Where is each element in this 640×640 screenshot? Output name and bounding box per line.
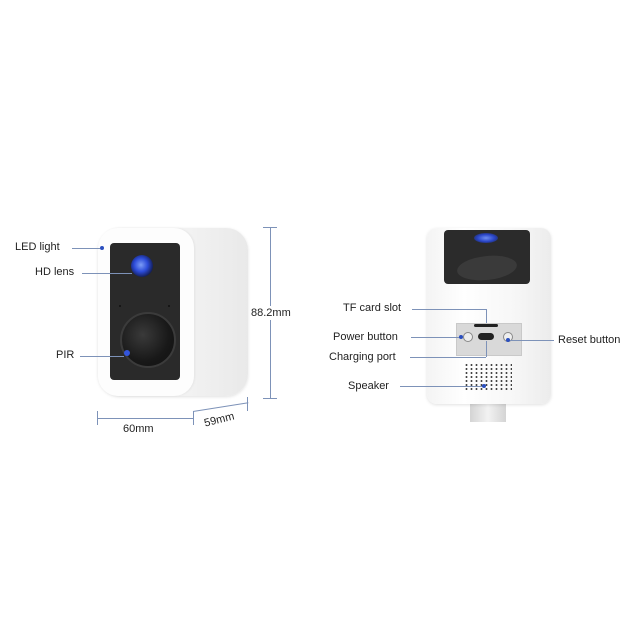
pir-sensor-icon xyxy=(120,312,176,368)
charging-port-icon xyxy=(478,333,494,340)
hd-lens-icon xyxy=(131,255,153,277)
callout-line xyxy=(82,273,132,274)
mic-hole-icon xyxy=(119,305,121,307)
callout-line xyxy=(72,248,100,249)
callout-hd-lens: HD lens xyxy=(35,266,75,278)
width-dimension-label: 60mm xyxy=(123,423,154,435)
callout-dot-icon xyxy=(482,384,486,388)
depth-dimension-line xyxy=(192,402,249,412)
callout-dot-icon xyxy=(459,335,463,339)
callout-line xyxy=(410,357,486,358)
callout-charging-port: Charging port xyxy=(329,351,396,363)
tf-card-slot-icon xyxy=(474,324,498,327)
callout-line xyxy=(411,337,461,338)
dimension-tick xyxy=(247,397,248,411)
callout-led-light: LED light xyxy=(15,241,60,253)
callout-line xyxy=(400,386,484,387)
callout-pir: PIR xyxy=(56,349,75,361)
callout-reset-button: Reset button xyxy=(558,334,621,346)
depth-dimension-label: 59mm xyxy=(203,410,236,430)
callout-tf-card-slot: TF card slot xyxy=(343,302,402,314)
dimension-tick xyxy=(263,227,277,228)
callout-speaker: Speaker xyxy=(348,380,389,392)
dimension-tick xyxy=(97,411,98,425)
callout-power-button: Power button xyxy=(333,331,398,343)
callout-dot-icon xyxy=(100,246,104,250)
power-button-icon xyxy=(463,332,473,342)
sensor-hole-icon xyxy=(168,305,170,307)
hd-lens-icon xyxy=(474,233,498,243)
callout-line xyxy=(80,356,124,357)
dimension-tick xyxy=(193,411,194,425)
callout-line xyxy=(486,309,487,323)
callout-line xyxy=(412,309,486,310)
width-dimension-line xyxy=(97,418,193,419)
height-dimension-label: 88.2mm xyxy=(251,306,291,320)
dimension-tick xyxy=(263,398,277,399)
callout-dot-icon xyxy=(506,338,510,342)
camera-stand xyxy=(470,404,506,422)
pir-indicator-icon xyxy=(124,350,130,356)
callout-line xyxy=(486,341,487,357)
callout-line xyxy=(508,340,554,341)
